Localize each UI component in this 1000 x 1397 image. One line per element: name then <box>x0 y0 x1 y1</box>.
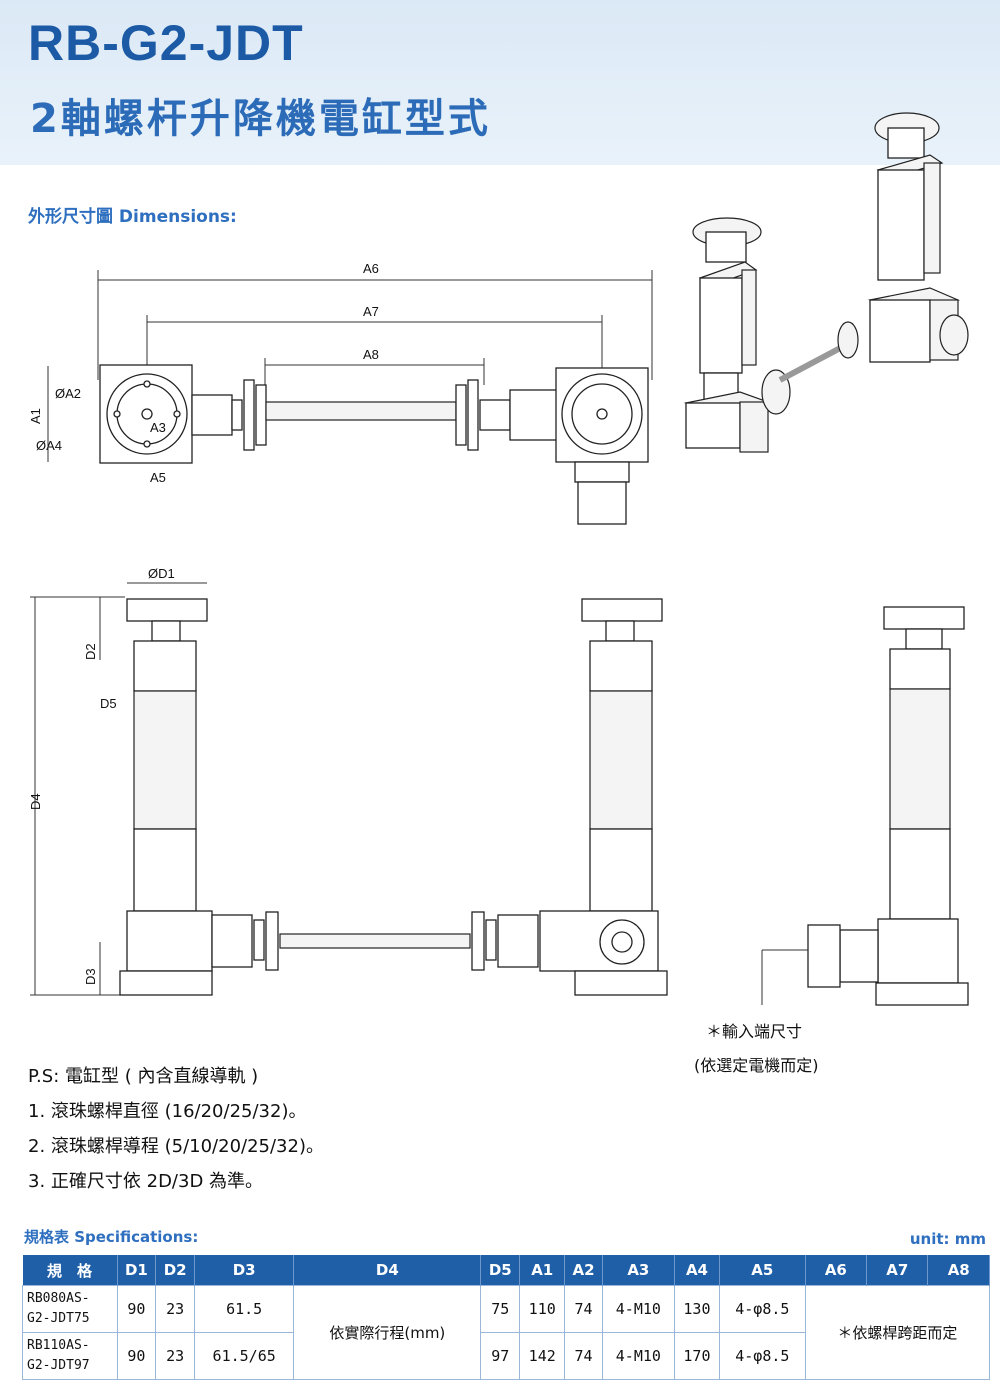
col-a5: A5 <box>719 1255 806 1286</box>
input-end-subnote: (依選定電機而定) <box>694 1056 819 1075</box>
col-a1: A1 <box>519 1255 566 1286</box>
label-d3: D3 <box>83 968 98 985</box>
cell-a2: 74 <box>564 1285 603 1333</box>
cell-d3: 61.5 <box>194 1285 295 1333</box>
cell-d1: 90 <box>116 1285 157 1333</box>
cell-a5: 4-φ8.5 <box>719 1285 806 1333</box>
note-item-3: 3. 正確尺寸依 2D/3D 為準。 <box>28 1171 264 1192</box>
cell-d2: 23 <box>155 1332 196 1380</box>
row-model: RB080AS-G2-JDT75 <box>22 1285 118 1333</box>
label-d2: D2 <box>83 643 98 660</box>
cell-a4: 130 <box>673 1285 721 1333</box>
page-subtitle: 2軸螺杆升降機電缸型式 <box>30 96 491 142</box>
label-a7: A7 <box>363 304 379 319</box>
row-model: RB110AS-G2-JDT97 <box>22 1332 118 1380</box>
dimension-drawing: A6 A7 A8 ØA2 ØA4 A3 A <box>28 112 969 1006</box>
input-end-note: ＊輸入端尺寸 <box>706 1022 803 1041</box>
label-a8: A8 <box>363 347 379 362</box>
cell-a4: 170 <box>673 1332 721 1380</box>
col-a6: A6 <box>805 1255 868 1286</box>
top-view: A6 A7 A8 ØA2 ØA4 A3 A <box>28 261 653 525</box>
cell-d4-note: 依實際行程(mm) <box>293 1285 482 1380</box>
cell-d5: 97 <box>480 1332 521 1380</box>
specs-title: 規格表 Specifications: <box>24 1228 199 1246</box>
cell-a3: 4-M10 <box>601 1332 675 1380</box>
note-item-1: 1. 滾珠螺桿直徑 (16/20/25/32)。 <box>28 1101 307 1122</box>
cell-a1: 110 <box>519 1285 566 1333</box>
col-a8: A8 <box>927 1255 990 1286</box>
label-a3: A3 <box>150 420 166 435</box>
label-d4: D4 <box>28 793 43 810</box>
table-row: RB080AS-G2-JDT75 90 23 61.5 依實際行程(mm) 75… <box>22 1285 991 1380</box>
label-a1: A1 <box>28 408 43 424</box>
header-band <box>0 0 1000 165</box>
col-d5: D5 <box>480 1255 521 1286</box>
cell-a5: 4-φ8.5 <box>719 1332 806 1380</box>
spec-table: 規 格 D1 D2 D3 D4 D5 A1 A2 A3 A4 A5 A6 A7 … <box>22 1255 991 1380</box>
front-view: ØD1 D4 D2 D5 D3 <box>28 566 668 996</box>
label-d1: ØD1 <box>148 566 175 581</box>
dimensions-title: 外形尺寸圖 Dimensions: <box>28 207 237 227</box>
col-d4: D4 <box>293 1255 482 1286</box>
cell-d5: 75 <box>480 1285 521 1333</box>
side-view <box>761 606 969 1006</box>
col-a3: A3 <box>602 1255 675 1286</box>
note-item-2: 2. 滾珠螺桿導程 (5/10/20/25/32)。 <box>28 1136 324 1157</box>
col-a4: A4 <box>674 1255 721 1286</box>
cell-a1: 142 <box>519 1332 566 1380</box>
cell-a2: 74 <box>564 1332 603 1380</box>
cell-a-note: ＊依螺桿跨距而定 <box>804 1285 991 1380</box>
isometric-view <box>683 112 969 453</box>
cell-a3: 4-M10 <box>601 1285 675 1333</box>
model-title: RB-G2-JDT <box>28 15 304 71</box>
table-row: RB110AS-G2-JDT97 90 23 61.5/65 97 142 74… <box>22 1332 990 1380</box>
col-d1: D1 <box>117 1255 157 1286</box>
col-a7: A7 <box>866 1255 929 1286</box>
label-d5: D5 <box>100 696 117 711</box>
col-spec: 規 格 <box>22 1255 118 1286</box>
unit-label: unit: mm <box>909 1230 986 1248</box>
spec-header-row: 規 格 D1 D2 D3 D4 D5 A1 A2 A3 A4 A5 A6 A7 … <box>22 1255 990 1286</box>
cell-d1: 90 <box>116 1332 157 1380</box>
label-a6: A6 <box>363 261 379 276</box>
label-a2: ØA2 <box>55 386 81 401</box>
col-a2: A2 <box>564 1255 603 1286</box>
label-a4: ØA4 <box>36 438 62 453</box>
label-a5: A5 <box>150 470 166 485</box>
cell-d2: 23 <box>155 1285 196 1333</box>
cell-d3: 61.5/65 <box>194 1332 295 1380</box>
col-d2: D2 <box>155 1255 196 1286</box>
col-d3: D3 <box>194 1255 295 1286</box>
ps-note: P.S: 電缸型 ( 內含直線導軌 ) <box>28 1066 259 1087</box>
